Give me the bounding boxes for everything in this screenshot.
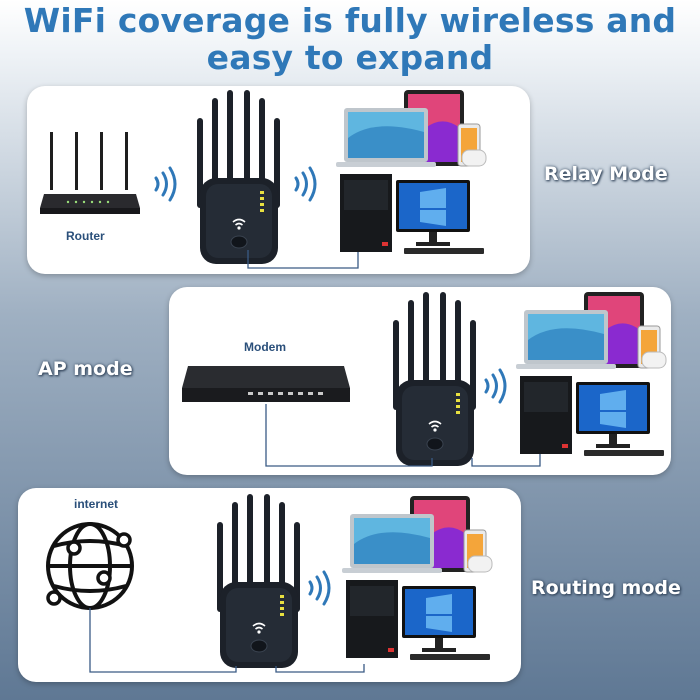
ethernet-cable xyxy=(89,608,365,673)
ap-mode-label: AP mode xyxy=(38,358,133,380)
wifi-extender-icon xyxy=(197,90,280,264)
router-icon xyxy=(40,132,140,214)
modem-label: Modem xyxy=(244,340,286,354)
wifi-extender-icon xyxy=(217,494,300,668)
relay-mode-label: Relay Mode xyxy=(544,163,668,185)
wifi-signal-icon xyxy=(294,166,317,202)
ethernet-cable xyxy=(247,250,359,269)
wifi-signal-icon xyxy=(308,570,331,606)
wifi-signal-icon xyxy=(484,368,507,404)
modem-icon xyxy=(182,366,350,402)
internet-label: internet xyxy=(74,497,119,511)
page-title: WiFi coverage is fully wireless and easy… xyxy=(0,2,700,76)
wifi-extender-icon xyxy=(393,292,476,466)
ethernet-cable xyxy=(265,404,541,467)
routing-mode-label: Routing mode xyxy=(531,577,681,599)
title-line-1: WiFi coverage is fully wireless and xyxy=(23,1,677,40)
wifi-signal-icon xyxy=(154,166,177,202)
router-label: Router xyxy=(66,229,105,243)
globe-icon xyxy=(46,522,134,610)
client-devices-icon xyxy=(516,292,667,456)
client-devices-icon xyxy=(342,496,493,660)
title-line-2: easy to expand xyxy=(206,38,494,77)
client-devices-icon xyxy=(336,90,487,254)
